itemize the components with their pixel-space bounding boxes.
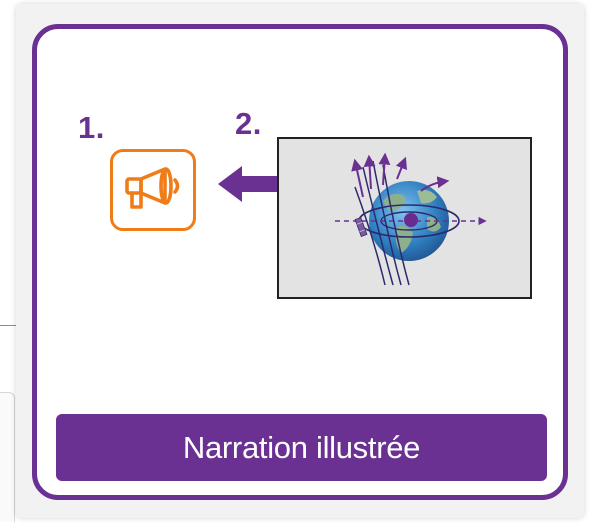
globe-magnetic-field-icon bbox=[335, 152, 487, 286]
step-1-number: 1. bbox=[78, 110, 105, 145]
background-panel-edge bbox=[0, 392, 15, 522]
megaphone-icon bbox=[125, 167, 180, 209]
arrow-left-icon bbox=[218, 166, 288, 202]
megaphone-icon-button[interactable] bbox=[110, 149, 196, 231]
step-2-number: 2. bbox=[235, 106, 262, 141]
narration-title-bar[interactable]: Narration illustrée bbox=[56, 414, 547, 481]
globe-illustration bbox=[277, 137, 532, 299]
